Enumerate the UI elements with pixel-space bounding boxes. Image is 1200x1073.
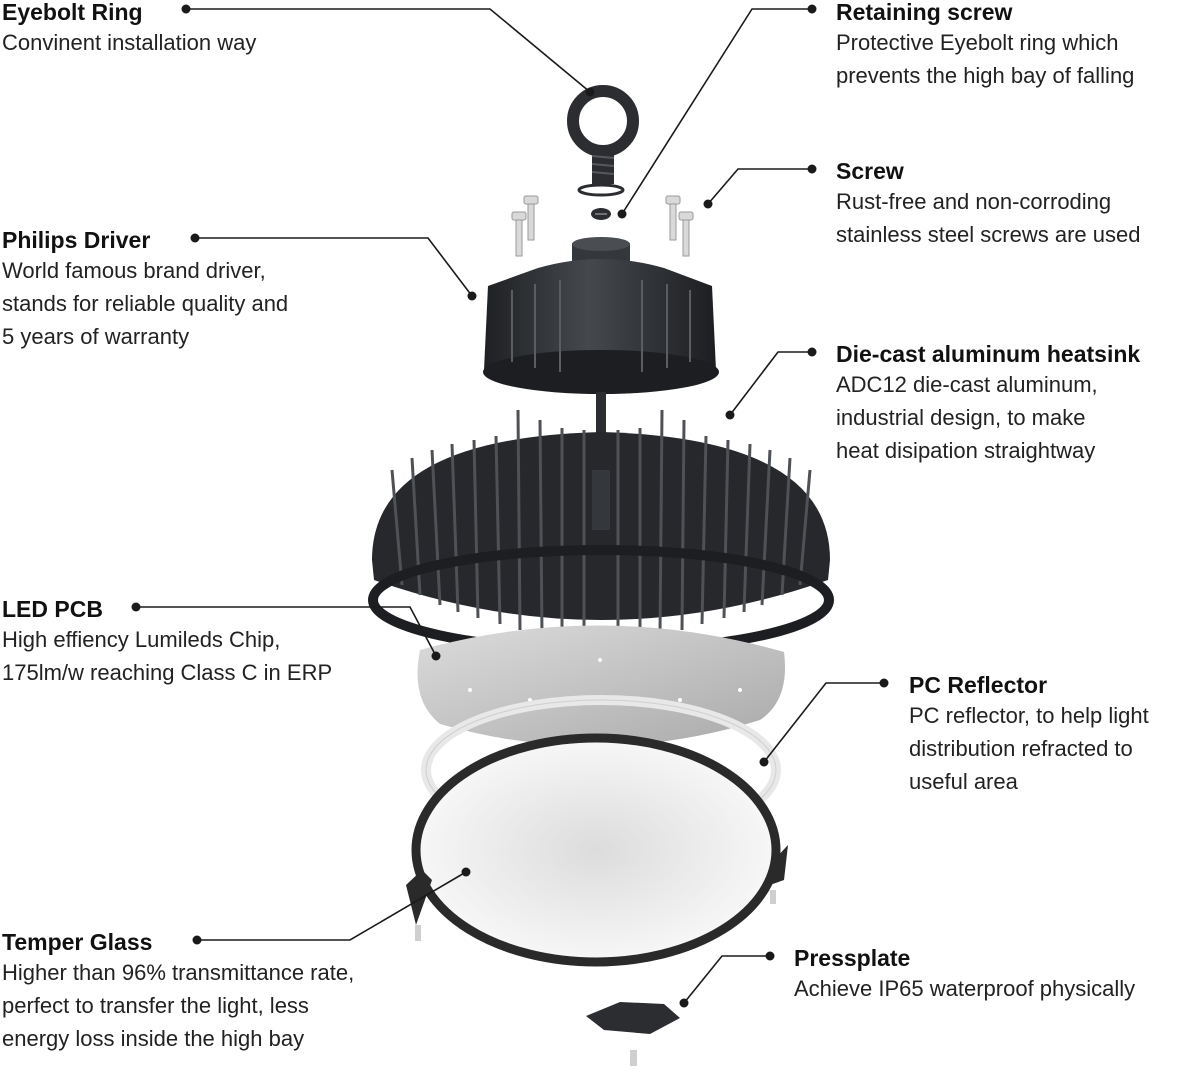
callout-philips-driver: Philips Driver World famous brand driver… (2, 226, 288, 353)
callout-desc: World famous brand driver, stands for re… (2, 258, 289, 349)
callout-title: LED PCB (2, 596, 103, 622)
callout-temper-glass: Temper Glass Higher than 96% transmittan… (2, 928, 354, 1055)
callout-eyebolt: Eyebolt Ring Convinent installation way (2, 0, 256, 59)
callout-desc: Achieve IP65 waterproof physically (794, 976, 1136, 1001)
pressplate-icon (586, 1002, 680, 1066)
callout-desc: PC reflector, to help light distribution… (909, 703, 1149, 794)
leader-lines (136, 8, 884, 1004)
callout-desc: Convinent installation way (2, 30, 257, 55)
callout-title: Pressplate (794, 945, 911, 971)
callout-title: PC Reflector (909, 672, 1048, 698)
leader-dots (131, 4, 889, 1008)
callout-pc-reflector: PC Reflector PC reflector, to help light… (909, 671, 1149, 798)
callout-desc: Higher than 96% transmittance rate, perf… (2, 960, 355, 1051)
callout-screw: Screw Rust-free and non-corroding stainl… (836, 157, 1140, 251)
callout-retaining-screw: Retaining screw Protective Eyebolt ring … (836, 0, 1134, 92)
callout-title: Retaining screw (836, 0, 1013, 25)
callout-title: Temper Glass (2, 929, 153, 955)
callout-led-pcb: LED PCB High effiency Lumileds Chip, 175… (2, 595, 332, 689)
callout-desc: Rust-free and non-corroding stainless st… (836, 189, 1141, 247)
callout-title: Eyebolt Ring (2, 0, 143, 25)
callout-desc: ADC12 die-cast aluminum, industrial desi… (836, 372, 1098, 463)
heatsink-icon (368, 409, 834, 655)
callout-title: Screw (836, 158, 904, 184)
retaining-screw-icon (591, 208, 611, 220)
callout-desc: High effiency Lumileds Chip, 175lm/w rea… (2, 627, 333, 685)
callout-pressplate: Pressplate Achieve IP65 waterproof physi… (794, 944, 1135, 1005)
temper-glass-icon (406, 733, 788, 967)
callout-title: Die-cast aluminum heatsink (836, 341, 1141, 367)
callout-title: Philips Driver (2, 227, 151, 253)
eyebolt-ring-icon (567, 85, 639, 197)
driver-housing-icon (483, 237, 719, 444)
stainless-screws-icon (511, 195, 694, 257)
callout-heatsink: Die-cast aluminum heatsink ADC12 die-cas… (836, 340, 1140, 467)
callout-desc: Protective Eyebolt ring which prevents t… (836, 30, 1135, 88)
